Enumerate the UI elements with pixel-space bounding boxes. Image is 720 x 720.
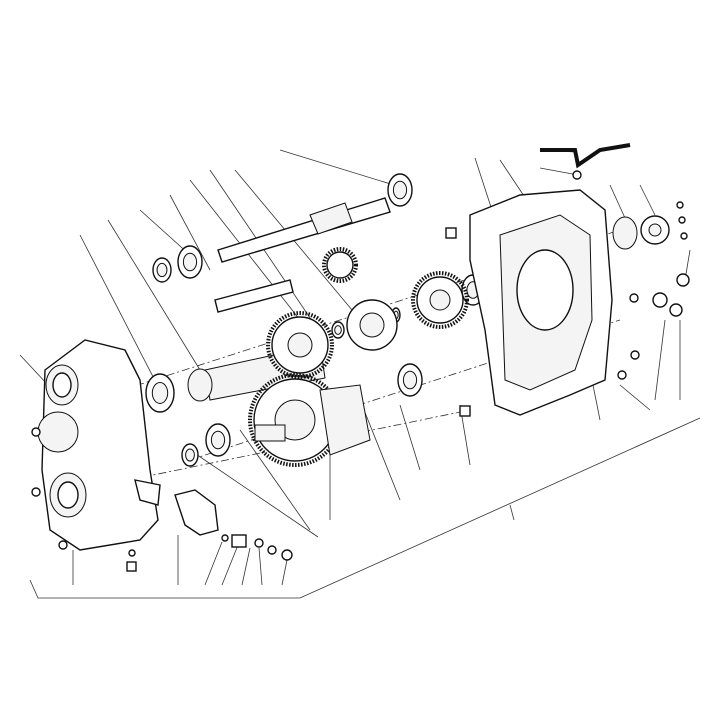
leader-line: [19, 354, 49, 386]
bearing: [392, 180, 408, 200]
bearing: [156, 262, 168, 278]
leader-line: [221, 544, 239, 586]
leader-line: [258, 547, 263, 586]
leader-line: [399, 404, 421, 471]
gears: [248, 247, 469, 467]
leader-line: [619, 384, 651, 411]
bearings: [145, 173, 485, 467]
leader-line: [359, 399, 401, 501]
shift-bracket: [126, 489, 293, 572]
bearing: [151, 382, 169, 404]
bearing: [185, 448, 195, 462]
leader-line: [609, 184, 626, 219]
leader-line: [281, 559, 288, 586]
small-parts-right: [445, 201, 690, 417]
bearing: [210, 430, 226, 450]
input-shaft: [217, 197, 391, 263]
leader-line: [79, 234, 166, 401]
leader-line: [139, 209, 191, 256]
leader-line: [204, 541, 223, 586]
bearing: [182, 252, 198, 272]
frame-outline: [29, 417, 701, 599]
leader-line: [654, 319, 666, 401]
leader-line: [241, 547, 251, 586]
leader-line: [239, 429, 311, 531]
countershaft: [214, 279, 294, 313]
leader-line: [107, 219, 201, 371]
right-housing: [469, 143, 631, 416]
bearing: [334, 325, 342, 335]
leader-line: [539, 167, 579, 176]
leader-line: [169, 194, 211, 271]
leader-line: [639, 184, 656, 216]
left-housing: [31, 339, 161, 551]
bearing: [402, 370, 418, 390]
leader-line: [189, 449, 319, 538]
